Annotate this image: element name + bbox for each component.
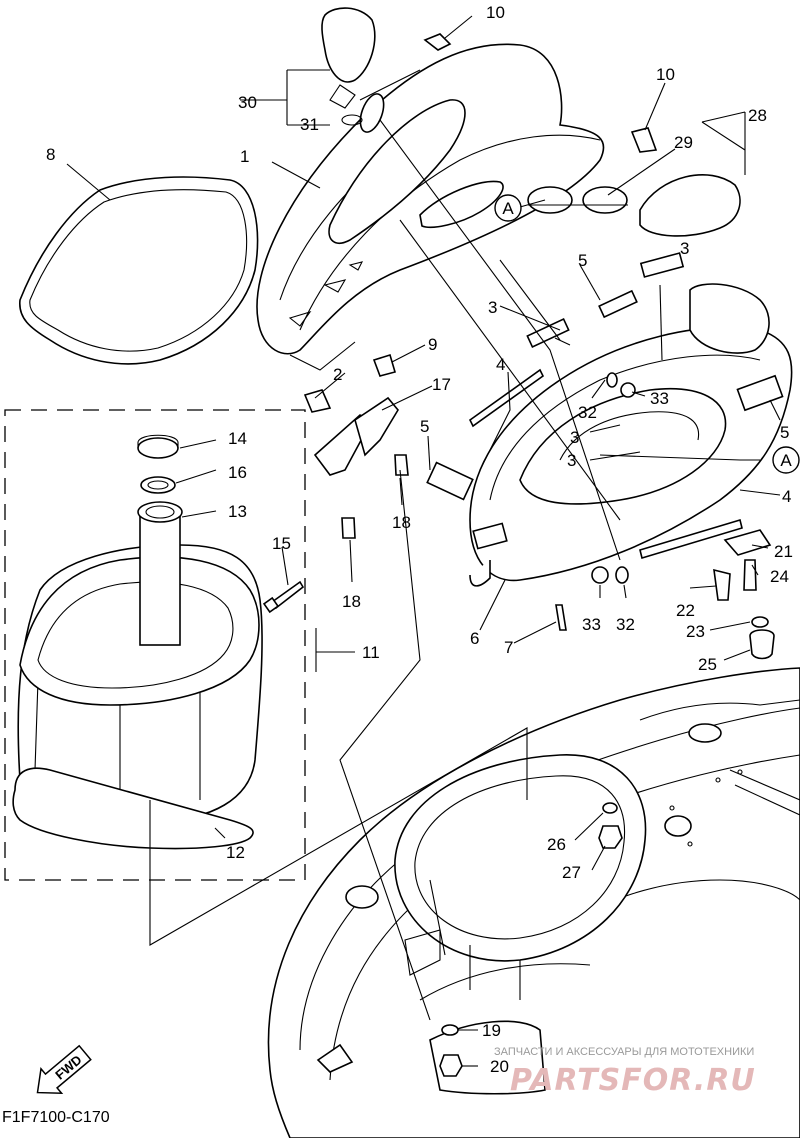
callout-27: 27 [562, 863, 581, 882]
callout-28: 28 [748, 106, 767, 125]
watermark-logo: PARTSFOR.RU [510, 1063, 756, 1098]
callout-3: 3 [567, 451, 576, 470]
reference-marker-a-top: A [494, 194, 522, 222]
callout-3: 3 [488, 298, 497, 317]
callout-18: 18 [392, 513, 411, 532]
callout-16: 16 [228, 463, 247, 482]
callout-5: 5 [420, 417, 429, 436]
callout-24: 24 [770, 567, 789, 586]
callout-10: 10 [656, 65, 675, 84]
reference-marker-a-right: A [772, 446, 800, 474]
callout-32: 32 [578, 403, 597, 422]
callout-23: 23 [686, 622, 705, 641]
hatch-gasket [19, 176, 259, 365]
callout-31: 31 [300, 115, 319, 134]
callout-20: 20 [490, 1057, 509, 1076]
callout-11: 11 [362, 643, 380, 662]
callout-5: 5 [578, 251, 587, 270]
callout-9: 9 [428, 335, 437, 354]
leader-lines [66, 15, 781, 1067]
callout-3: 3 [680, 239, 689, 258]
callout-2: 2 [333, 365, 342, 384]
callout-8: 8 [46, 145, 55, 164]
mirror [321, 7, 385, 133]
hood-cover [256, 43, 605, 355]
callout-3: 3 [570, 428, 579, 447]
callout-7: 7 [504, 638, 513, 657]
callout-19: 19 [482, 1021, 501, 1040]
callout-17: 17 [432, 375, 451, 394]
callout-14: 14 [228, 429, 247, 448]
callout-26: 26 [547, 835, 566, 854]
callout-33: 33 [650, 389, 669, 408]
callout-4: 4 [782, 487, 791, 506]
callout-5: 5 [780, 423, 789, 442]
callout-13: 13 [228, 502, 247, 521]
callout-21: 21 [774, 542, 793, 561]
hull-deck [267, 667, 800, 1138]
callout-29: 29 [674, 133, 693, 152]
callout-15: 15 [272, 534, 291, 553]
storage-bin [4, 409, 306, 881]
callout-labels: 1 2 3 3 3 3 4 4 5 5 5 6 7 8 9 10 10 11 1… [46, 3, 793, 1076]
hood-hinge [303, 353, 409, 539]
callout-32: 32 [616, 615, 635, 634]
callout-12: 12 [226, 843, 245, 862]
reference-marker-label: A [502, 199, 514, 218]
callout-30: 30 [238, 93, 257, 112]
reference-marker-label: A [780, 451, 792, 470]
callout-4: 4 [496, 355, 505, 374]
callout-10: 10 [486, 3, 505, 22]
callout-18: 18 [342, 592, 361, 611]
callout-33: 33 [582, 615, 601, 634]
callout-25: 25 [698, 655, 717, 674]
watermark-subtitle: ЗАПЧАСТИ И АКСЕССУАРЫ ДЛЯ МОТОТЕХНИКИ [494, 1046, 754, 1058]
forward-arrow-icon: FWD [36, 1044, 92, 1095]
callout-22: 22 [676, 601, 695, 620]
diagram-code: F1F7100-C170 [2, 1109, 110, 1126]
callout-1: 1 [240, 147, 249, 166]
callout-6: 6 [470, 629, 479, 648]
